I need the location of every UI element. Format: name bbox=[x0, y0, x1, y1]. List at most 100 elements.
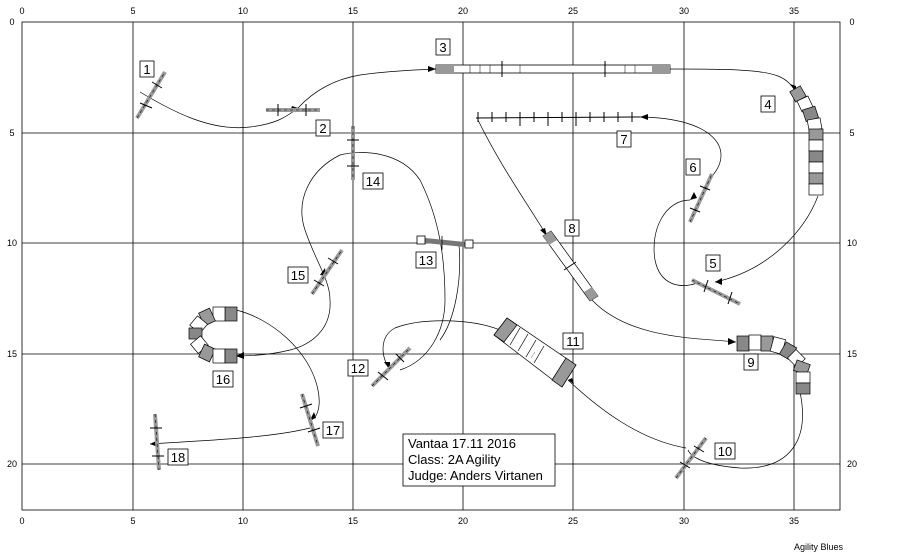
path-segment bbox=[669, 68, 797, 93]
obstacle-number-box bbox=[315, 119, 331, 137]
tunnel-9 bbox=[736, 334, 811, 395]
path-segment bbox=[687, 391, 803, 469]
jump-17 bbox=[299, 393, 321, 447]
x-tick-label: 20 bbox=[458, 516, 468, 526]
arrow-icon bbox=[715, 278, 722, 285]
arrow-icon bbox=[690, 192, 697, 200]
tunnel-16 bbox=[188, 306, 238, 364]
obstacle-number-box bbox=[362, 172, 384, 190]
obstacle-number-11: 11 bbox=[566, 334, 580, 349]
info-venue-date: Vantaa 17.11 2016 bbox=[408, 436, 516, 451]
obstacle-number-1: 1 bbox=[143, 62, 150, 77]
obstacle-number-6: 6 bbox=[689, 160, 696, 175]
x-tick-label: 5 bbox=[130, 516, 135, 526]
obstacle-number-15: 15 bbox=[291, 268, 305, 283]
obstacle-number-2: 2 bbox=[319, 121, 326, 136]
obstacle-number-box bbox=[705, 254, 721, 272]
obstacle-number-17: 17 bbox=[326, 423, 340, 438]
obstacle-number-8: 8 bbox=[568, 221, 575, 236]
tunnel-4 bbox=[789, 85, 824, 196]
obstacle-number-18: 18 bbox=[171, 450, 185, 465]
y-tick-label: 0 bbox=[849, 17, 854, 27]
seesaw-8 bbox=[542, 230, 599, 302]
path-segment bbox=[235, 309, 320, 421]
x-tick-label: 35 bbox=[789, 516, 799, 526]
x-tick-label: 15 bbox=[348, 516, 358, 526]
obstacle-number-box bbox=[760, 95, 776, 113]
jump-12 bbox=[370, 346, 412, 388]
arrow-icon bbox=[236, 352, 244, 359]
field-border bbox=[21, 21, 841, 511]
x-tick-label: 0 bbox=[19, 6, 24, 16]
y-tick-label: 10 bbox=[847, 238, 857, 248]
obstacle-number-12: 12 bbox=[351, 361, 365, 376]
y-tick-label: 5 bbox=[849, 128, 854, 138]
arrow-icon bbox=[310, 412, 316, 420]
x-tick-label: 25 bbox=[568, 6, 578, 16]
obstacle-number-box bbox=[322, 421, 344, 439]
jump-5 bbox=[691, 278, 741, 306]
weave-7 bbox=[475, 112, 641, 126]
obstacle-number-3: 3 bbox=[439, 40, 446, 55]
jump-15 bbox=[310, 248, 344, 296]
y-tick-label: 0 bbox=[9, 17, 14, 27]
path-segment bbox=[639, 116, 722, 177]
obstacle-number-box bbox=[287, 266, 309, 284]
x-tick-label: 10 bbox=[238, 516, 248, 526]
y-tick-label: 15 bbox=[7, 349, 17, 359]
arrow-icon bbox=[728, 338, 736, 345]
x-tick-label: 15 bbox=[348, 6, 358, 16]
x-tick-label: 30 bbox=[679, 516, 689, 526]
path-segment bbox=[382, 320, 501, 371]
path-segment bbox=[149, 427, 311, 445]
obstacle-number-box bbox=[415, 251, 437, 269]
jump-1 bbox=[135, 70, 167, 120]
y-tick-label: 15 bbox=[847, 349, 857, 359]
obstacles bbox=[135, 61, 824, 480]
obstacle-number-box bbox=[139, 60, 155, 78]
y-tick-label: 20 bbox=[847, 459, 857, 469]
course-info-box: Vantaa 17.11 2016 Class: 2A Agility Judg… bbox=[402, 433, 556, 487]
arrow-icon bbox=[640, 114, 648, 120]
right-ruler: 0 5 10 15 20 bbox=[847, 17, 857, 469]
obstacle-number-14: 14 bbox=[366, 174, 380, 189]
info-class: Class: 2A Agility bbox=[408, 452, 501, 467]
aframe-11 bbox=[493, 317, 577, 388]
path-segment bbox=[439, 244, 461, 341]
obstacle-number-10: 10 bbox=[718, 444, 732, 459]
obstacle-number-box bbox=[685, 158, 701, 176]
obstacle-number-box bbox=[743, 353, 759, 371]
obstacle-number-4: 4 bbox=[764, 97, 771, 112]
obstacle-number-5: 5 bbox=[709, 256, 716, 271]
arrow-icon bbox=[568, 378, 574, 384]
arrow-icon bbox=[540, 228, 547, 236]
x-tick-label: 35 bbox=[789, 6, 799, 16]
jump-10 bbox=[674, 436, 708, 480]
direction-arrows bbox=[150, 66, 796, 447]
info-box-frame bbox=[402, 433, 556, 487]
obstacle-number-box bbox=[167, 448, 189, 466]
obstacle-number-box bbox=[435, 38, 451, 56]
info-judge: Judge: Anders Virtanen bbox=[408, 468, 543, 483]
path-segment bbox=[591, 299, 737, 343]
path-segment bbox=[139, 91, 299, 129]
jump-18 bbox=[150, 413, 164, 471]
jump-14 bbox=[347, 126, 359, 180]
y-tick-label: 20 bbox=[7, 459, 17, 469]
path-segment bbox=[234, 154, 341, 357]
obstacle-number-box bbox=[347, 359, 369, 377]
x-tick-label: 25 bbox=[568, 516, 578, 526]
path-segment bbox=[297, 68, 437, 109]
path-segment bbox=[477, 119, 548, 237]
obstacle-number-7: 7 bbox=[620, 132, 627, 147]
jump-6 bbox=[688, 173, 714, 223]
x-tick-label: 20 bbox=[458, 6, 468, 16]
jump-2 bbox=[266, 104, 320, 116]
obstacle-number-16: 16 bbox=[216, 372, 230, 387]
obstacle-number-box bbox=[564, 219, 580, 237]
